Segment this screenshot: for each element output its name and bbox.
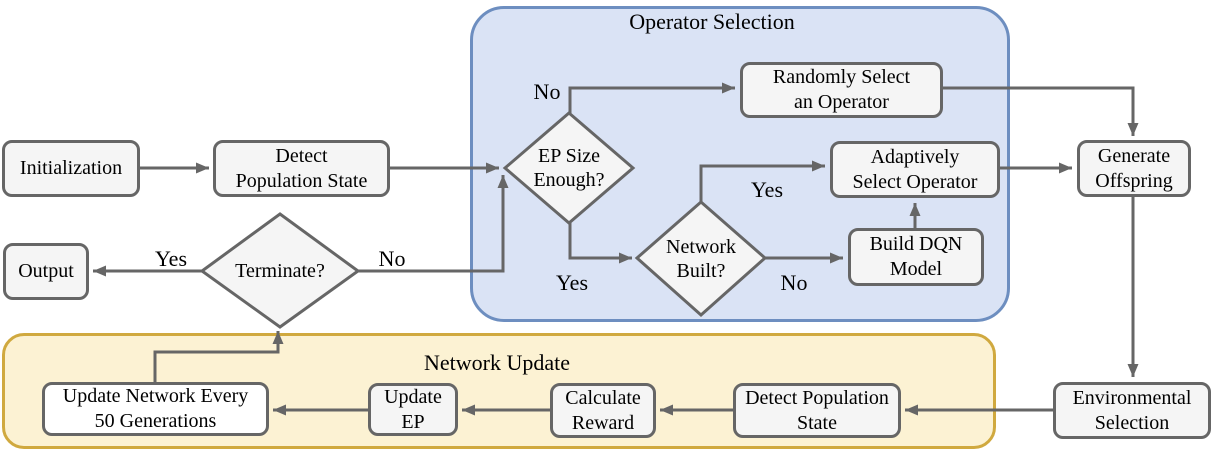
node-detect-population-state-line1: Detect [275, 144, 328, 167]
node-randomly-select-operator: Randomly Select an Operator [740, 62, 943, 118]
node-generate-offspring: Generate Offspring [1077, 140, 1191, 197]
node-environmental-selection-line2: Selection [1094, 411, 1170, 434]
node-environmental-selection: Environmental Selection [1053, 382, 1211, 439]
node-update-network-line2: 50 Generations [94, 410, 217, 432]
edge-label-terminate-yes: Yes [154, 246, 188, 271]
edge-label-network-built-no: No [780, 270, 808, 295]
node-update-network-line1: Update Network Every [62, 385, 249, 407]
node-update-ep-line1: Update [384, 385, 442, 408]
node-detect-population-state-2-line1: Detect Population [745, 386, 889, 409]
node-detect-population-state-2: Detect Population State [733, 383, 901, 438]
node-detect-population-state-2-line2: State [797, 411, 837, 434]
node-randomly-select-line1: Randomly Select [772, 66, 911, 88]
edge-label-ep-no: No [533, 79, 561, 104]
node-ep-size-line1: EP Size [537, 145, 601, 167]
node-generate-offspring-line2: Offspring [1095, 169, 1173, 192]
node-ep-size-enough: EP Size Enough? [505, 113, 633, 223]
node-initialization: Initialization [2, 140, 140, 197]
operator-selection-title: Operator Selection [629, 9, 795, 34]
node-initialization-label: Initialization [19, 157, 123, 179]
node-terminate-label: Terminate? [235, 259, 325, 282]
node-output: Output [3, 243, 89, 300]
node-terminate: Terminate? [202, 214, 358, 327]
edge-label-ep-yes: Yes [555, 270, 589, 295]
edge-label-terminate-no: No [378, 246, 406, 271]
node-adaptively-select-operator: Adaptively Select Operator [830, 141, 1000, 198]
node-build-dqn-line1: Build DQN [869, 233, 963, 255]
node-adaptively-select-line2: Select Operator [852, 170, 978, 193]
node-network-built: Network Built? [637, 202, 765, 315]
node-build-dqn-line2: Model [889, 258, 943, 280]
node-output-label: Output [18, 260, 74, 282]
edge-label-network-built-yes: Yes [750, 177, 784, 202]
node-calculate-reward-line2: Reward [571, 411, 635, 434]
node-update-ep-line2: EP [401, 410, 425, 433]
node-calculate-reward-line1: Calculate [565, 386, 641, 409]
node-environmental-selection-line1: Environmental [1072, 386, 1192, 409]
node-network-built-line1: Network [666, 235, 736, 258]
node-update-ep: Update EP [368, 383, 458, 436]
node-calculate-reward: Calculate Reward [550, 383, 656, 438]
node-detect-population-state: Detect Population State [213, 140, 390, 197]
node-build-dqn-model: Build DQN Model [848, 228, 984, 286]
node-randomly-select-line2: an Operator [794, 91, 889, 113]
node-network-built-line2: Built? [676, 259, 726, 282]
node-detect-population-state-line2: Population State [235, 169, 368, 192]
node-adaptively-select-line1: Adaptively [870, 145, 960, 168]
node-ep-size-line2: Enough? [533, 169, 605, 191]
network-update-title: Network Update [423, 350, 571, 375]
node-update-network-every-50-generations: Update Network Every 50 Generations [42, 382, 269, 436]
node-generate-offspring-line1: Generate [1097, 144, 1171, 167]
